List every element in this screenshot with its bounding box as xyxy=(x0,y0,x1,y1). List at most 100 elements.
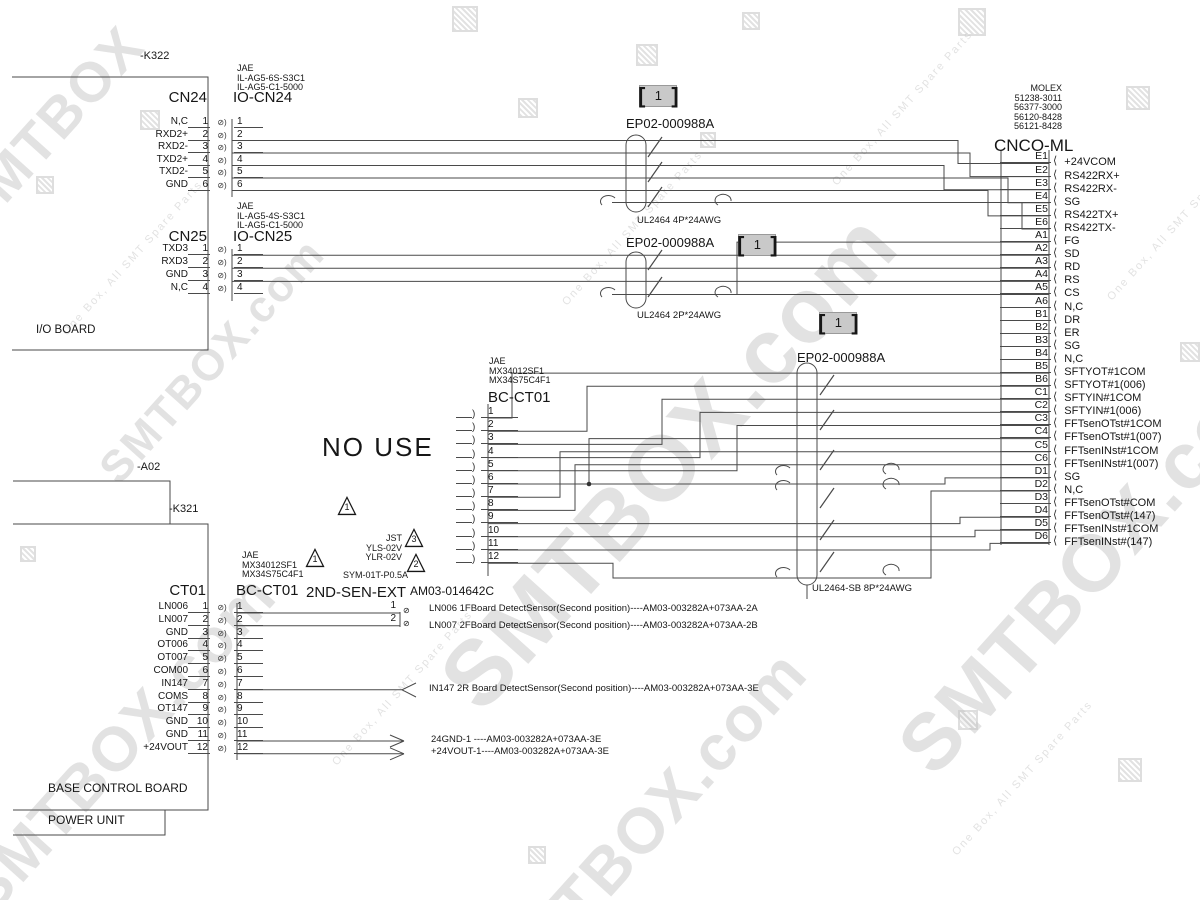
pin-number: 11 xyxy=(481,538,518,550)
pin-signal: RS422RX- xyxy=(1064,182,1117,195)
pin-number: 8 xyxy=(481,498,518,511)
pin-id: B4 xyxy=(1000,347,1051,360)
pin-row: B2⟨ER xyxy=(1000,321,1162,339)
pin-number: 5 xyxy=(194,652,210,665)
cnco-pin-rows: E1⟨+24VCOM E2⟨RS422RX+ E3⟨RS422RX- E4⟨SG… xyxy=(1000,150,1162,548)
pin-number: 2 xyxy=(234,129,263,141)
pin-id: D6 xyxy=(1000,530,1051,544)
part-number: SYM-01T-P0.5A xyxy=(343,570,409,580)
contact-icon: ⊘) xyxy=(217,654,227,664)
pin-row: D2⟨N,C xyxy=(1000,478,1162,496)
wire-stub xyxy=(456,416,472,418)
socket-icon: ⟨ xyxy=(1053,364,1058,377)
pin-number: 5 xyxy=(234,166,263,178)
plug-icon: ) xyxy=(472,448,476,460)
pin-signal: +24VOUT xyxy=(143,741,188,753)
pin-signal: SG xyxy=(1064,470,1081,483)
pin-id: E1 xyxy=(1000,150,1051,164)
part-number: YLR-02V xyxy=(365,552,402,563)
socket-icon: ⟨ xyxy=(1053,220,1058,233)
note-triangle: △1 xyxy=(334,492,360,518)
pin-signal: IN147 xyxy=(161,677,188,689)
socket-icon: ⟨ xyxy=(1053,430,1058,443)
contact-icon: ⊘) xyxy=(217,130,227,140)
cable-ref: EP02-000988A xyxy=(626,116,715,131)
triangle-icon: △ xyxy=(406,547,426,575)
socket-icon: ⟨ xyxy=(1053,338,1058,351)
board-label-io: I/O BOARD xyxy=(36,324,96,336)
wire-stub xyxy=(188,293,194,295)
contact-icon: ⊘) xyxy=(217,718,227,728)
pin-row: RXD2+2⊘)2 xyxy=(128,128,263,141)
plug-icon: ) xyxy=(472,554,476,566)
pin-number: 8 xyxy=(194,691,210,703)
contact-icon: ⊘) xyxy=(217,258,227,268)
wire-stub xyxy=(456,482,472,484)
pin-id: A1 xyxy=(1000,229,1051,243)
cable-ref: EP02-000988A xyxy=(797,350,886,365)
wire-stub xyxy=(188,663,194,665)
board-label-power-unit: POWER UNIT xyxy=(48,813,125,827)
pin-number: 12 xyxy=(481,551,518,564)
pin-number: 2 xyxy=(390,612,396,624)
pin-id: B3 xyxy=(1000,334,1051,347)
pin-signal: RXD3 xyxy=(161,256,188,268)
pin-signal: FFTsenOTst#COM xyxy=(1064,496,1156,509)
connector-name-cn24: CN24 xyxy=(168,89,207,106)
pin-number: 3 xyxy=(234,627,263,639)
wire-stub xyxy=(188,280,194,282)
socket-icon: ⟨ xyxy=(1053,417,1058,430)
pin-signal: N,C xyxy=(1064,300,1084,313)
pin-number: 11 xyxy=(194,729,210,741)
wire-stub xyxy=(188,177,194,178)
note-triangle: △3 xyxy=(401,524,427,550)
socket-icon: ⟨ xyxy=(1053,509,1058,522)
pin-row: B5⟨SFTYOT#1COM xyxy=(1000,360,1162,378)
pin-row: A2⟨SD xyxy=(1000,242,1162,260)
cable-marker: [1] xyxy=(818,312,859,334)
pin-signal: RS422RX+ xyxy=(1064,169,1120,182)
pin-id: D3 xyxy=(1000,491,1051,504)
socket-icon: ⟨ xyxy=(1053,299,1058,312)
pin-number: 6 xyxy=(481,472,518,484)
plug-icon: ) xyxy=(472,408,476,420)
pin-id: E4 xyxy=(1000,190,1051,203)
part-number: MX34S75C4F1 xyxy=(489,375,551,386)
contact-icon: ⊘) xyxy=(217,602,227,612)
wire-stub xyxy=(456,548,472,550)
socket-icon: ⟨ xyxy=(1053,286,1058,299)
pin-row: C2⟨SFTYIN#1(006) xyxy=(1000,399,1162,417)
socket-icon: ⟨ xyxy=(1053,181,1058,194)
part-number: 56377-3000 xyxy=(1013,102,1062,113)
watermark-mark xyxy=(518,98,538,118)
pin-row: B6⟨SFTYOT#1(006) xyxy=(1000,373,1162,391)
pin-id: C1 xyxy=(1000,386,1051,400)
pin-signal: N,C xyxy=(170,282,188,294)
pin-number: 6 xyxy=(234,179,263,191)
pin-signal: GND xyxy=(165,178,188,190)
pin-row: )3 xyxy=(456,431,518,446)
pin-number: 2 xyxy=(194,256,210,269)
socket-icon: ⟨ xyxy=(1053,469,1058,482)
pin-row: E1⟨+24VCOM xyxy=(1000,150,1162,168)
wire-stub xyxy=(188,611,194,613)
pin-row: A3⟨RD xyxy=(1000,255,1162,273)
pin-id: C5 xyxy=(1000,439,1051,452)
sensor-note: LN007 2FBoard DetectSensor(Second positi… xyxy=(429,620,758,631)
pin-number: 12 xyxy=(194,742,210,754)
pin-signal: LN006 xyxy=(158,600,188,612)
part-number: MX34S75C4F1 xyxy=(242,569,304,580)
connector-name-ct01: CT01 xyxy=(169,582,206,599)
pin-id: A2 xyxy=(1000,242,1051,256)
cable-spec: UL2464 2P*24AWG xyxy=(637,310,722,321)
pin-number: 2 xyxy=(194,614,210,626)
